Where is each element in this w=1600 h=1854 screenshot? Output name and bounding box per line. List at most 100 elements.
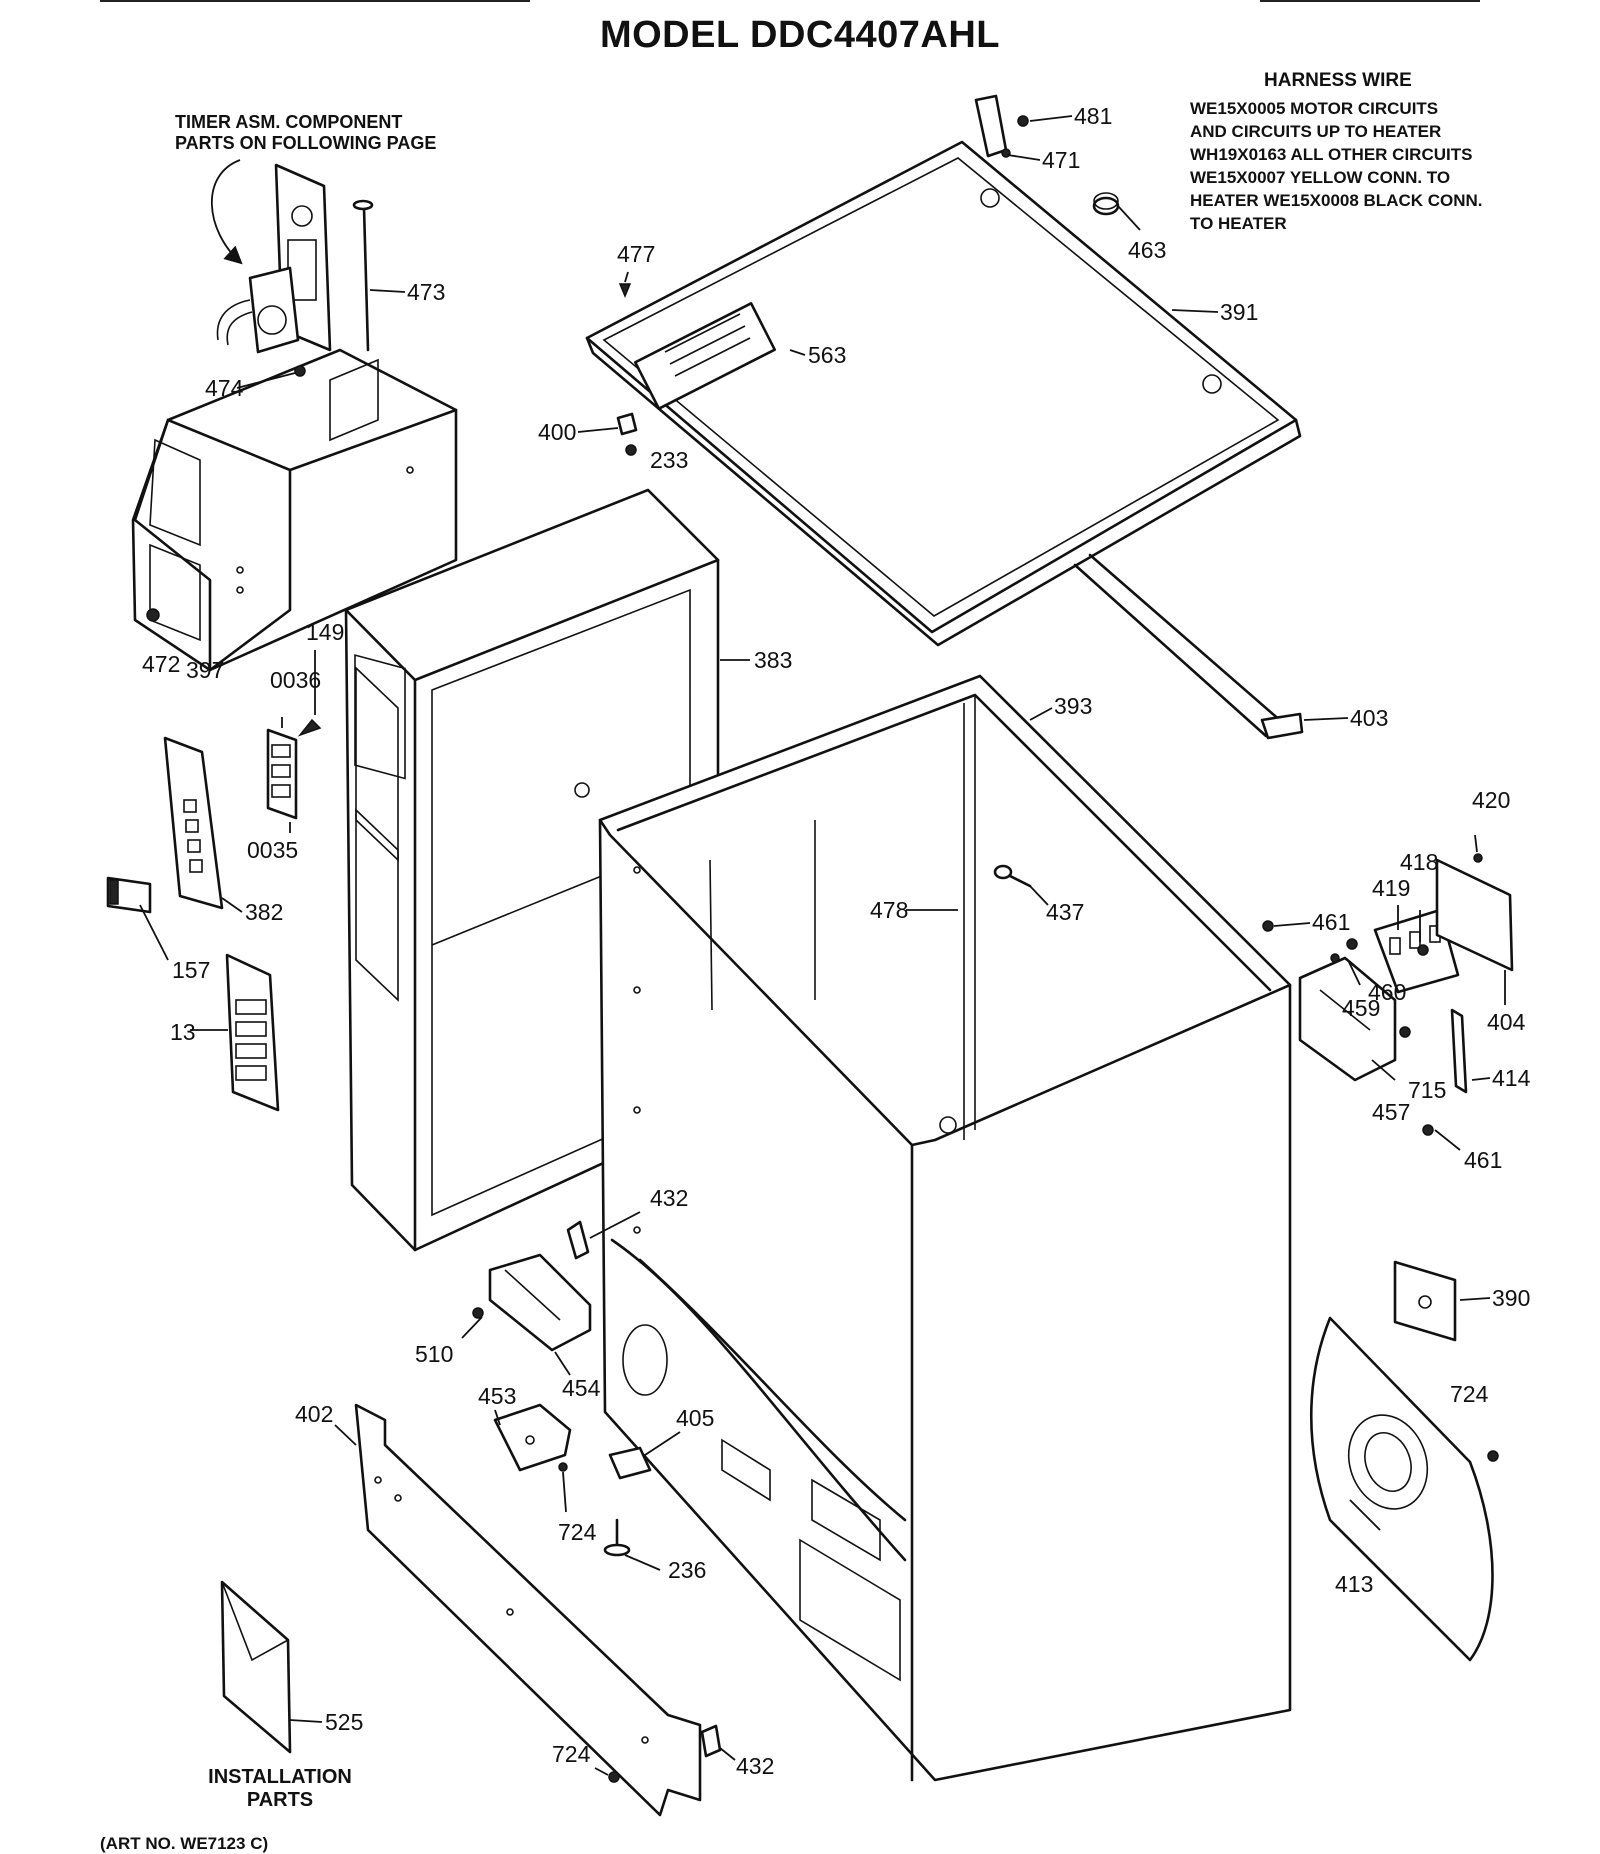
callout-402: 402 [295, 1401, 333, 1427]
callout-459: 459 [1342, 995, 1380, 1021]
plate-390 [1393, 1260, 1457, 1342]
callout-418: 418 [1400, 849, 1438, 875]
callout-157: 157 [172, 957, 210, 983]
bracket-453 [493, 1403, 572, 1472]
strip-414 [1450, 1008, 1468, 1094]
callout-457: 457 [1372, 1099, 1410, 1125]
hole-plug [1092, 192, 1120, 216]
harness-line-3: WH19X0163 ALL OTHER CIRCUITS [1190, 145, 1473, 164]
clip-432-upper [566, 1220, 590, 1260]
page-title: MODEL DDC4407AHL [599, 14, 1001, 56]
terminal-cover [1435, 858, 1514, 972]
top-hinge [974, 94, 1029, 158]
top-rule-left [100, 0, 530, 2]
control-box [131, 348, 458, 672]
screw-420 [1473, 853, 1483, 863]
callout-724-toe: 724 [552, 1741, 591, 1767]
screw-724-toe [608, 1771, 620, 1783]
switch-panel [163, 736, 224, 910]
timer-note-line-1: TIMER ASM. COMPONENT [175, 112, 403, 132]
callout-labels: 481 471 463 477 473 563 391 474 400 233 … [142, 103, 1531, 1779]
screw-460 [1346, 938, 1358, 950]
screw-472 [146, 608, 160, 622]
callout-13: 13 [170, 1019, 196, 1045]
door-switch [106, 876, 152, 914]
screw-510 [472, 1307, 484, 1319]
callout-405: 405 [676, 1405, 714, 1431]
callout-233: 233 [650, 447, 688, 473]
screw-149 [297, 718, 322, 737]
harness-line-5: HEATER WE15X0008 BLACK CONN. [1190, 191, 1483, 210]
callout-474: 474 [205, 375, 244, 401]
bolt-437 [993, 864, 1032, 888]
push-button-switch [266, 728, 298, 820]
callout-481: 481 [1074, 103, 1112, 129]
nut-418 [1417, 944, 1429, 956]
harness-line-1: WE15X0005 MOTOR CIRCUITS [1190, 99, 1439, 118]
cabinet [598, 674, 1292, 1782]
callout-473: 473 [407, 279, 445, 305]
leveling-leg-236 [603, 1518, 631, 1557]
callout-478: 478 [870, 897, 908, 923]
callout-461-upper: 461 [1312, 909, 1350, 935]
screw-461-upper [1262, 920, 1274, 932]
control-decal-plate [633, 302, 777, 410]
washer-459 [1330, 953, 1340, 963]
bracket-405 [608, 1446, 652, 1480]
control-decal [225, 953, 280, 1112]
callout-724-lower: 724 [558, 1519, 597, 1545]
callout-510: 510 [415, 1341, 453, 1367]
harness-line-4: WE15X0007 YELLOW CONN. TO [1190, 168, 1451, 187]
callout-236: 236 [668, 1557, 706, 1583]
toe-panel [354, 1403, 702, 1817]
callout-715: 715 [1408, 1077, 1446, 1103]
callout-413: 413 [1335, 1571, 1373, 1597]
harness-title: HARNESS WIRE [1264, 70, 1412, 91]
timer-rod [352, 199, 374, 352]
callout-463: 463 [1128, 237, 1166, 263]
timer-note-arrow [210, 159, 243, 265]
installation-envelope [220, 1580, 292, 1754]
terminal-bracket [1298, 956, 1397, 1082]
callout-472: 472 [142, 651, 180, 677]
clip-400 [616, 412, 638, 436]
callout-477: 477 [617, 241, 655, 267]
screw-724-lower [558, 1462, 568, 1472]
harness-line-2: AND CIRCUITS UP TO HEATER [1190, 122, 1442, 141]
callout-460: 460 [1368, 979, 1406, 1005]
screw-233 [625, 444, 637, 456]
callout-724-rear: 724 [1450, 1381, 1489, 1407]
screw-724-rear [1487, 1450, 1499, 1462]
callout-149: 149 [306, 619, 344, 645]
leader-lines [139, 115, 1506, 1776]
installation-line-1: INSTALLATION [208, 1766, 352, 1788]
callout-471: 471 [1042, 147, 1080, 173]
callout-461-lower: 461 [1464, 1147, 1502, 1173]
callout-420: 420 [1472, 787, 1510, 813]
callout-391: 391 [1220, 299, 1258, 325]
callout-432-upper: 432 [650, 1185, 688, 1211]
callout-404: 404 [1487, 1009, 1526, 1035]
bracket-454 [488, 1253, 592, 1352]
top-panel [585, 140, 1302, 647]
harness-line-6: TO HEATER [1190, 214, 1287, 233]
screw-715 [1399, 1026, 1411, 1038]
screw-477 [618, 283, 632, 298]
callout-419: 419 [1372, 875, 1410, 901]
callout-432-lower: 432 [736, 1753, 774, 1779]
screw-461-lower [1422, 1124, 1434, 1136]
callout-454: 454 [562, 1375, 601, 1401]
callout-403: 403 [1350, 705, 1388, 731]
callout-563: 563 [808, 342, 846, 368]
installation-line-2: PARTS [246, 1789, 314, 1811]
callout-453: 453 [478, 1383, 516, 1409]
top-rule-right [1260, 0, 1480, 2]
callout-390: 390 [1492, 1285, 1530, 1311]
screw-474 [294, 365, 306, 377]
callout-393: 393 [1054, 693, 1092, 719]
rear-panel [1310, 1316, 1494, 1662]
